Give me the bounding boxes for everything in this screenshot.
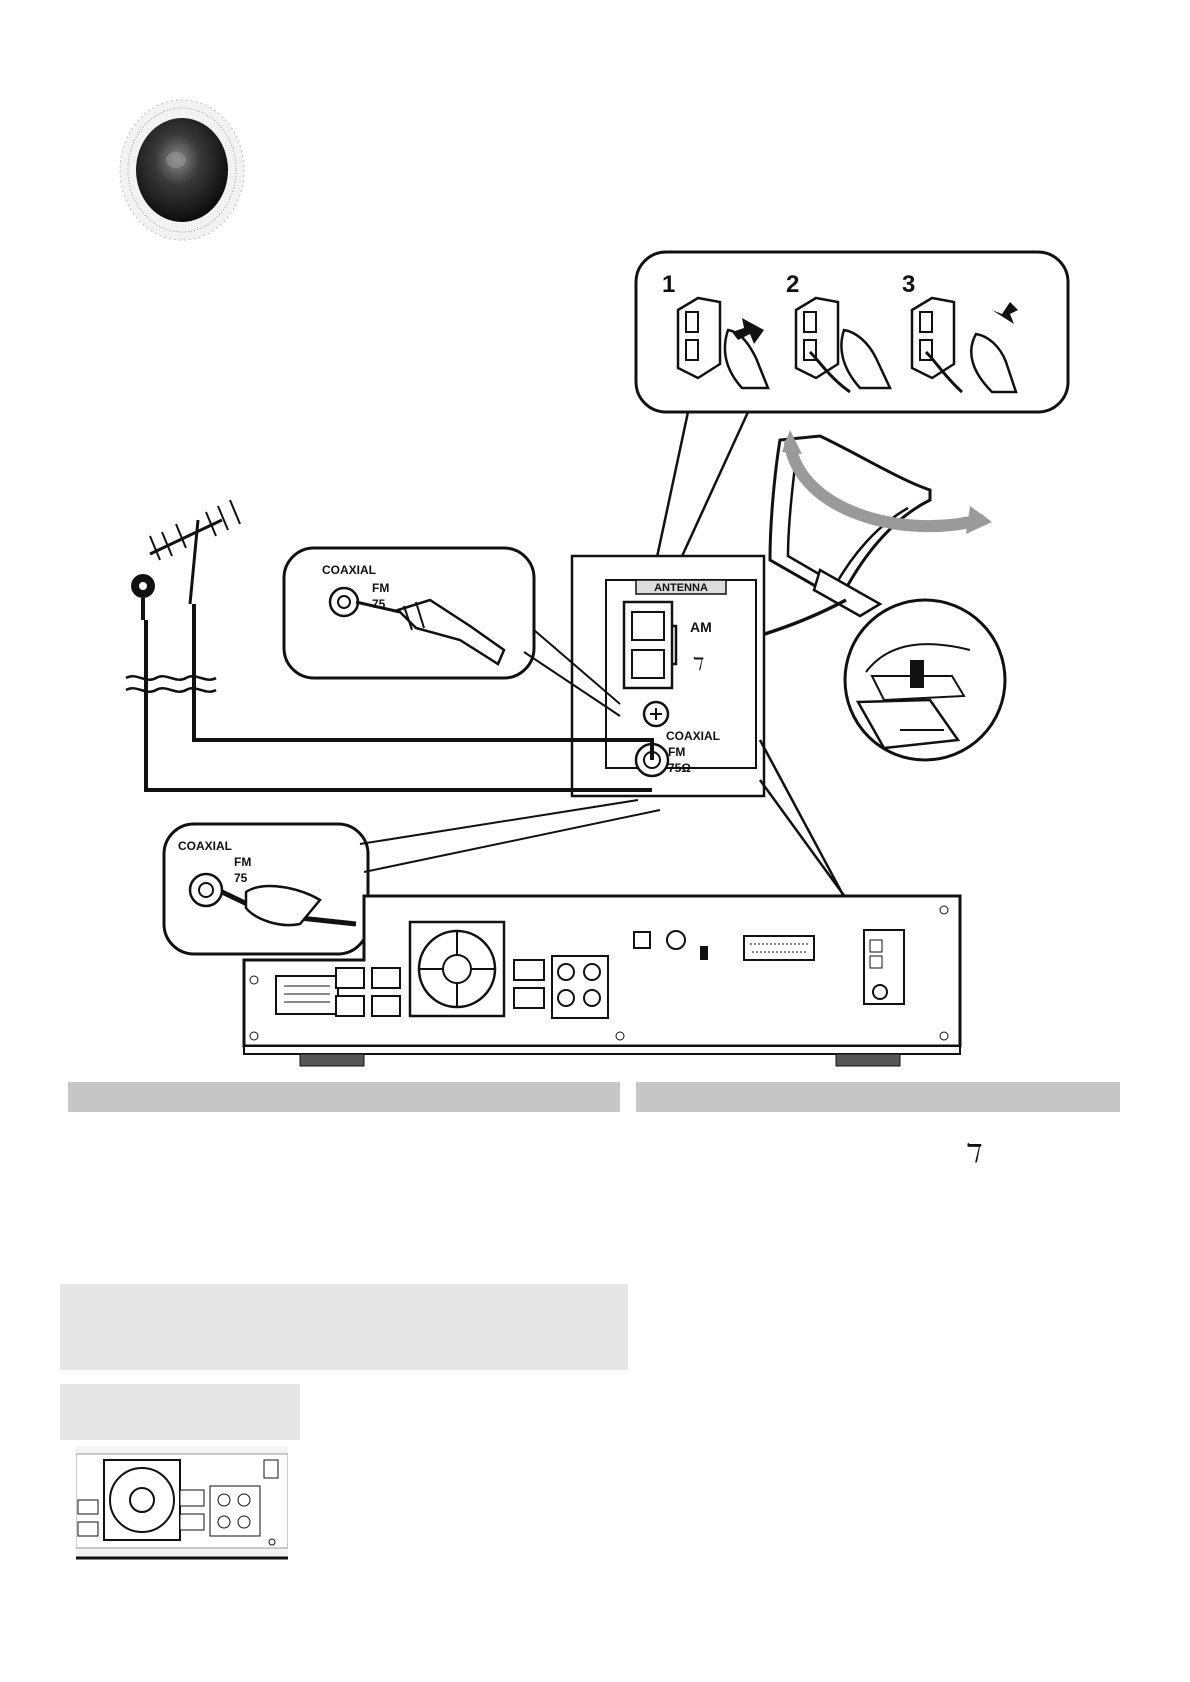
coaxial-bottom-ohm: 75	[234, 871, 248, 885]
antenna-base-detail	[843, 598, 1007, 762]
terminal-step-2	[794, 296, 892, 394]
coaxial-top-ohm: 75	[372, 597, 386, 611]
ground-symbol: ℸ	[690, 654, 704, 674]
fm-outdoor-antenna	[125, 499, 654, 792]
rear-panel-thumbnail	[75, 1446, 289, 1560]
terminal-step-3	[910, 296, 1018, 394]
panel-fm-label: FM	[668, 745, 685, 759]
right-ground-symbol: ℸ	[962, 1138, 979, 1168]
step-number-1: 1	[662, 271, 675, 298]
speaker-logo	[116, 96, 248, 244]
antenna-title: ANTENNA	[654, 582, 708, 594]
left-section-header-bar	[68, 1082, 620, 1112]
caution-box	[60, 1384, 300, 1440]
note-box	[60, 1284, 628, 1370]
step-number-2: 2	[786, 271, 799, 298]
am-loop-antenna	[768, 430, 992, 618]
am-label: AM	[690, 619, 712, 635]
coaxial-top-connector: COAXIAL	[322, 563, 376, 577]
coaxial-bottom-connector: COAXIAL	[178, 839, 232, 853]
panel-coaxial-label: COAXIAL	[666, 729, 720, 743]
receiver-rear-panel	[242, 894, 962, 1067]
coaxial-bottom-band: FM	[234, 855, 251, 869]
coaxial-top-band: FM	[372, 581, 389, 595]
coaxial-callout-bottom: COAXIAL FM 75	[162, 822, 370, 956]
connection-diagram: 1 2 3 ANTENNA AM ℸ COAXIAL FM 75Ω	[125, 250, 1070, 1067]
terminal-step-1	[676, 296, 770, 390]
right-section-header-bar	[636, 1082, 1120, 1112]
panel-ohm-label: 75Ω	[668, 761, 691, 775]
coaxial-callout-top: COAXIAL FM 75	[282, 546, 536, 680]
step-number-3: 3	[902, 271, 915, 298]
